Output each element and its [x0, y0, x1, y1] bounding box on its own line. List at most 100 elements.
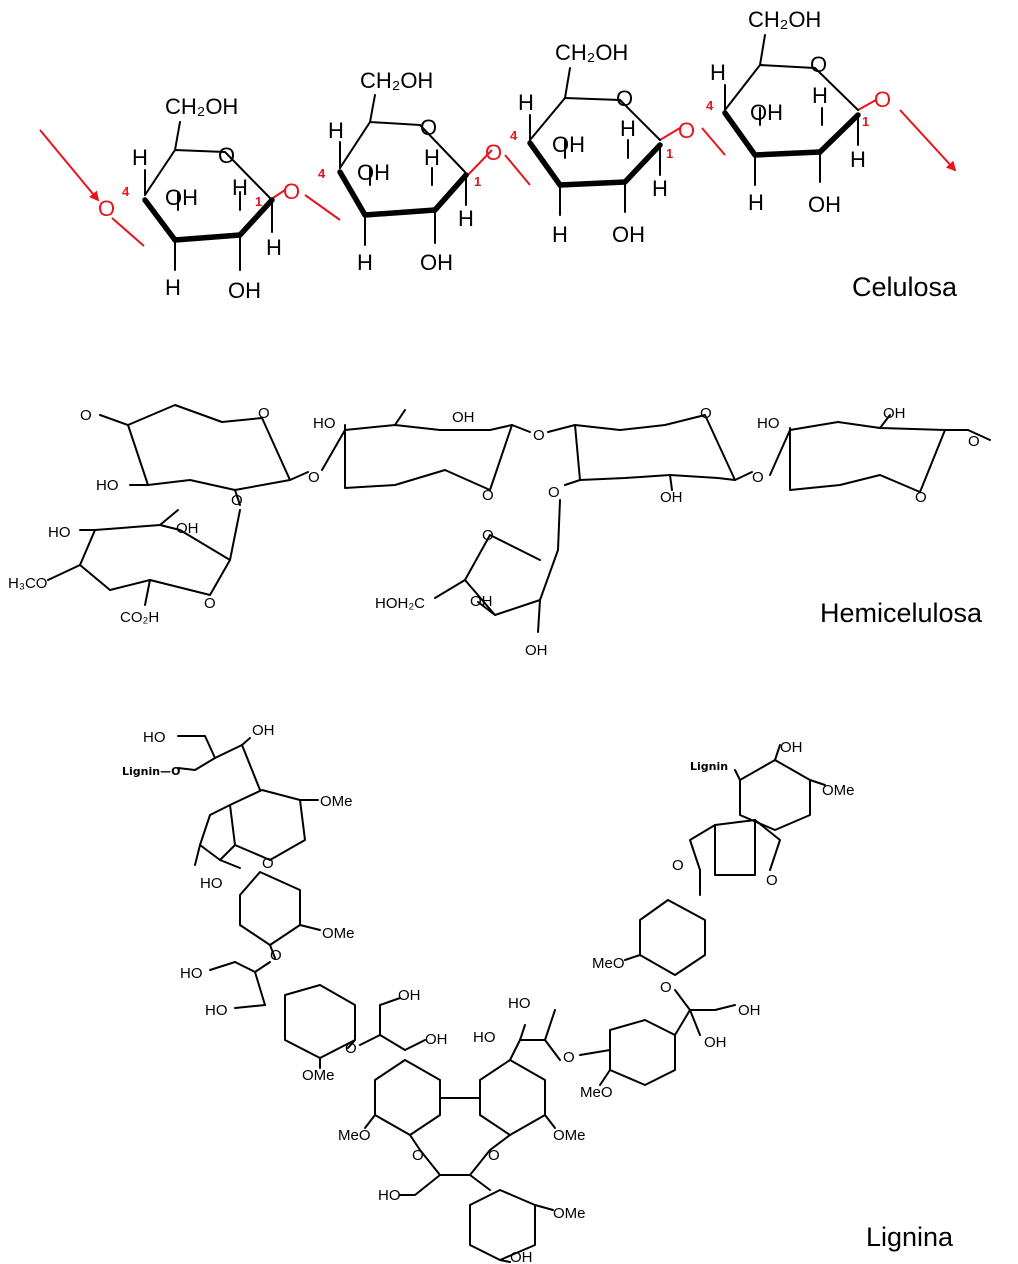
lignin-caption: Lignina: [866, 1222, 954, 1252]
svg-text:O: O: [262, 855, 274, 872]
carbon-position-label: 1: [862, 114, 869, 129]
svg-text:O: O: [308, 469, 320, 486]
svg-text:OH: OH: [883, 405, 906, 422]
svg-text:CH₂OH: CH₂OH: [360, 68, 433, 93]
svg-text:O: O: [766, 872, 778, 889]
svg-text:OH: OH: [704, 1034, 727, 1051]
svg-text:O: O: [563, 1049, 575, 1066]
svg-text:HO: HO: [96, 477, 119, 494]
svg-text:O: O: [700, 405, 712, 422]
svg-text:O: O: [810, 52, 827, 77]
glucose-ring: CH₂OH O H OH H H OH H: [710, 7, 866, 217]
svg-text:H: H: [812, 83, 828, 108]
svg-text:H: H: [620, 116, 636, 141]
svg-text:MeO: MeO: [592, 955, 625, 972]
svg-text:O: O: [258, 405, 270, 422]
svg-text:O: O: [752, 469, 764, 486]
svg-text:O: O: [488, 1147, 500, 1164]
svg-text:OH: OH: [552, 132, 585, 157]
svg-text:O: O: [616, 86, 633, 111]
svg-text:CH₂OH: CH₂OH: [555, 40, 628, 65]
svg-text:O: O: [660, 979, 672, 996]
svg-text:H: H: [710, 60, 726, 85]
svg-text:OH: OH: [750, 100, 783, 125]
svg-text:HO: HO: [180, 965, 203, 982]
svg-text:H: H: [850, 147, 866, 172]
svg-text:O: O: [80, 407, 92, 424]
carbon-position-label: 1: [255, 194, 262, 209]
carbon-position-label: 1: [666, 146, 673, 161]
chain-end-arrow: [899, 109, 957, 172]
svg-text:H: H: [165, 275, 181, 300]
svg-text:O: O: [420, 115, 437, 140]
svg-text:O: O: [204, 595, 216, 612]
svg-text:HO: HO: [143, 729, 166, 746]
svg-text:HO: HO: [200, 875, 223, 892]
carbon-position-label: 4: [706, 98, 714, 113]
cellulose-structure: O O O O O 4 1 4 1 4 1 4 1 CH₂OH O H OH: [39, 7, 957, 303]
svg-text:OH: OH: [228, 278, 261, 303]
carbon-position-label: 4: [318, 166, 326, 181]
svg-text:OH: OH: [420, 250, 453, 275]
svg-text:CH₂OH: CH₂OH: [165, 94, 238, 119]
svg-text:HO: HO: [205, 1002, 228, 1019]
svg-text:H: H: [518, 90, 534, 115]
svg-text:HO: HO: [48, 524, 71, 541]
svg-text:OH: OH: [176, 520, 199, 537]
carbon-position-label: 4: [122, 184, 130, 199]
svg-text:OMe: OMe: [322, 925, 355, 942]
svg-text:HO: HO: [313, 415, 336, 432]
svg-text:H: H: [357, 250, 373, 275]
svg-text:H: H: [748, 190, 764, 215]
svg-text:OH: OH: [510, 1249, 533, 1264]
svg-text:OMe: OMe: [302, 1067, 335, 1084]
glycosidic-bond: [504, 154, 531, 186]
glycosidic-bond: [857, 99, 877, 111]
svg-text:O: O: [345, 1040, 357, 1057]
svg-text:OMe: OMe: [320, 793, 353, 810]
svg-text:OH: OH: [612, 222, 645, 247]
svg-text:HOH₂C: HOH₂C: [375, 595, 425, 612]
svg-text:O: O: [482, 527, 494, 544]
svg-text:MeO: MeO: [338, 1127, 371, 1144]
svg-text:HO: HO: [508, 995, 531, 1012]
svg-text:O: O: [915, 489, 927, 506]
svg-text:H₃CO: H₃CO: [8, 575, 47, 592]
svg-text:CH₂OH: CH₂OH: [748, 7, 821, 32]
lignin-structure: HO OH Lignin—O OMe HO O OMe O HO HO OMe …: [122, 722, 855, 1264]
svg-text:O: O: [482, 487, 494, 504]
svg-text:MeO: MeO: [580, 1084, 613, 1101]
svg-text:H: H: [424, 145, 440, 170]
svg-text:H: H: [266, 235, 282, 260]
svg-text:H: H: [232, 175, 248, 200]
svg-text:H: H: [652, 176, 668, 201]
svg-text:OH: OH: [660, 489, 683, 506]
svg-text:OH: OH: [738, 1002, 761, 1019]
svg-text:O: O: [231, 492, 243, 509]
svg-text:O: O: [533, 427, 545, 444]
svg-text:O: O: [968, 433, 980, 450]
svg-text:O: O: [270, 947, 282, 964]
svg-text:H: H: [458, 206, 474, 231]
carbon-position-label: 4: [510, 128, 518, 143]
glycosidic-oxygen: O: [485, 140, 502, 165]
hemicellulose-structure: O O HO O O HO OH H₃CO CO₂H O HO OH O O O…: [8, 404, 991, 659]
svg-text:O: O: [672, 857, 684, 874]
svg-text:OH: OH: [470, 593, 493, 610]
cellulose-caption: Celulosa: [852, 272, 958, 302]
svg-text:OH: OH: [525, 642, 548, 659]
svg-text:HO: HO: [757, 415, 780, 432]
glucose-ring: CH₂OH O H OH H H OH H: [132, 94, 282, 303]
svg-text:HO: HO: [378, 1187, 401, 1204]
svg-text:O: O: [548, 484, 560, 501]
chain-start-arrow: [39, 129, 100, 202]
svg-text:H: H: [132, 145, 148, 170]
svg-text:H: H: [328, 118, 344, 143]
svg-text:HO: HO: [473, 1029, 496, 1046]
glycosidic-bond: [304, 194, 341, 221]
glycosidic-oxygen: O: [874, 87, 891, 112]
glucose-ring: CH₂OH O H OH H H OH H: [328, 68, 474, 275]
svg-text:OMe: OMe: [553, 1127, 586, 1144]
svg-text:H: H: [552, 222, 568, 247]
